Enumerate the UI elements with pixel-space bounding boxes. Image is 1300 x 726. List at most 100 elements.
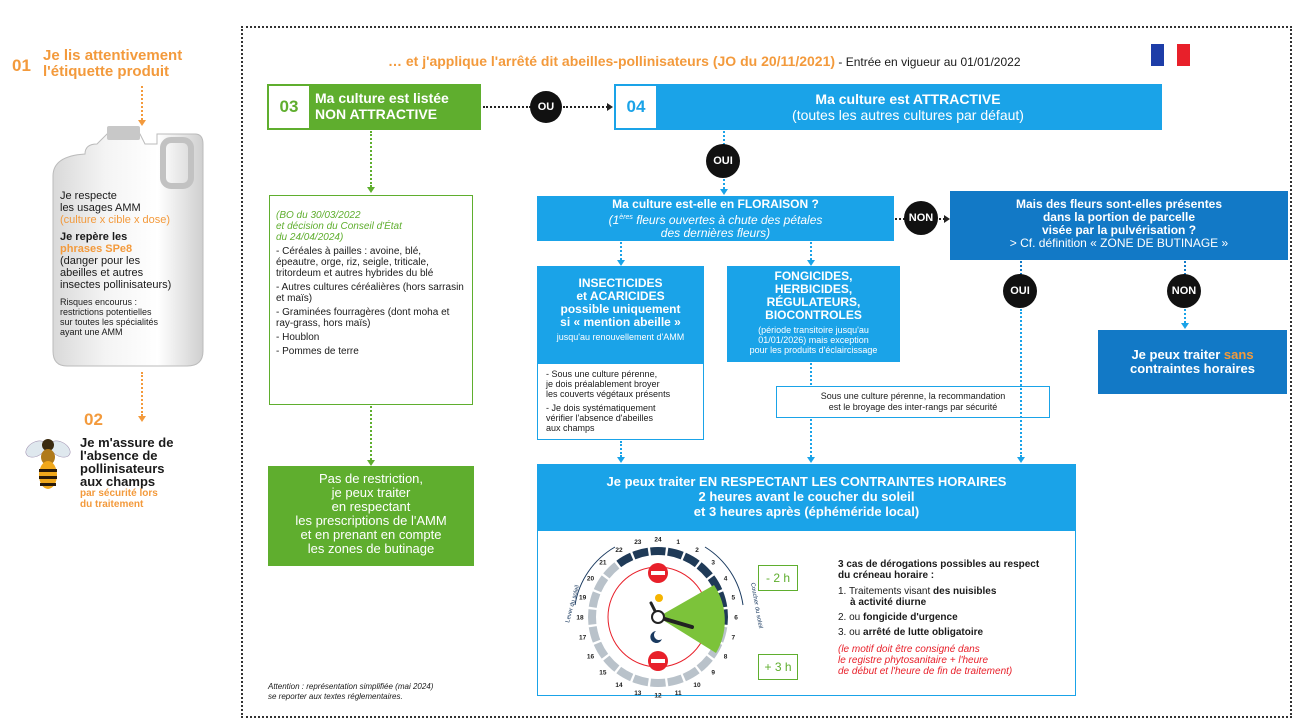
arrow-icon <box>1017 457 1025 463</box>
clock-segment <box>603 655 620 672</box>
connector-line <box>620 441 622 457</box>
ou-badge: OU <box>530 91 562 123</box>
clock-segment <box>632 674 649 687</box>
non-attractive-list: (BO du 30/03/2022 et décision du Conseil… <box>269 195 473 405</box>
clock-hour-label: 16 <box>587 654 595 661</box>
arrow-icon <box>367 460 375 466</box>
clock-hour-label: 6 <box>734 615 738 622</box>
clock-hour-label: 7 <box>732 635 736 642</box>
clock-segment <box>650 678 666 687</box>
clock-segment <box>603 562 620 579</box>
step1-number: 01 <box>12 56 31 75</box>
clock-hour-label: 19 <box>579 594 587 601</box>
connector-line <box>1020 261 1022 275</box>
connector-line <box>370 406 372 460</box>
arrow-icon <box>807 260 815 266</box>
clock-hour-label: 1 <box>676 539 680 546</box>
flag-icon <box>1151 44 1164 66</box>
clock-hour-label: 3 <box>711 559 715 566</box>
connector-line <box>620 242 622 260</box>
connector-line <box>810 363 812 385</box>
attention-note: Attention : représentation simplifiée (m… <box>268 682 434 701</box>
no-restriction-box: Pas de restriction, je peux traiter en r… <box>268 466 474 566</box>
fongicides-box: FONGICIDES, HERBICIDES, RÉGULATEURS, BIO… <box>727 266 900 362</box>
main-frame <box>241 26 1292 718</box>
connector-line <box>939 218 945 220</box>
step2-text: Je m'assure de l'absence de pollinisateu… <box>80 435 174 510</box>
clock-hour-label: 4 <box>724 576 728 583</box>
minus-2h-badge: - 2 h <box>758 565 798 591</box>
clock-segment <box>616 666 634 682</box>
list-item: - Céréales à pailles : avoine, blé, épea… <box>276 246 434 279</box>
clock-hour-label: 23 <box>634 539 642 546</box>
step1-title: Je lis attentivement l'étiquette produit <box>43 47 183 80</box>
connector-line <box>723 131 725 145</box>
connector-line <box>810 419 812 457</box>
perenne-note: Sous une culture pérenne, la recommandat… <box>776 386 1050 418</box>
oui-badge: OUI <box>706 144 740 178</box>
connector-line <box>563 106 608 108</box>
clock-segment <box>632 547 649 560</box>
box-non-attractive: 03 Ma culture est listée NON ATTRACTIVE <box>267 84 481 130</box>
clock-segment <box>667 547 684 560</box>
clock-segment <box>650 547 666 556</box>
insecticides-box: INSECTICIDES et ACARICIDES possible uniq… <box>537 266 704 363</box>
connector-line <box>1184 309 1186 323</box>
clock-segment <box>588 609 597 625</box>
connector-line <box>1020 309 1022 457</box>
flag-red <box>1177 44 1190 66</box>
derogations: 3 cas de dérogations possibles au respec… <box>838 559 1040 677</box>
sans-contraintes-box: Je peux traiter sans contraintes horaire… <box>1098 330 1287 394</box>
list-item: - Pommes de terre <box>276 346 359 357</box>
contraintes-panel <box>537 530 1076 696</box>
plus-3h-badge: + 3 h <box>758 654 798 680</box>
contraintes-box: Je peux traiter EN RESPECTANT LES CONTRA… <box>537 464 1076 530</box>
clock-hour-label: 15 <box>599 670 607 677</box>
arrow-icon <box>138 416 146 422</box>
clock-hour-label: 5 <box>732 594 736 601</box>
clock-hour-label: 10 <box>693 682 701 689</box>
clock-segment <box>707 575 723 593</box>
insecticides-notes: - Sous une culture pérenne, je dois préa… <box>537 363 704 440</box>
connector-line <box>1184 261 1186 275</box>
box-attractive: 04 Ma culture est ATTRACTIVE (toutes les… <box>614 84 1162 130</box>
clock-hour-label: 22 <box>615 547 623 554</box>
floraison-box: Ma culture est-elle en FLORAISON ? (1ère… <box>537 196 894 241</box>
non-badge: NON <box>904 201 938 235</box>
clock-hour-label: 21 <box>599 559 607 566</box>
list-item: - Graminées fourragères (dont moha et ra… <box>276 307 450 329</box>
clock-hour-label: 17 <box>579 635 587 642</box>
arrow-icon <box>617 260 625 266</box>
connector-line <box>723 179 725 189</box>
clock-hour-label: 9 <box>711 670 715 677</box>
connector-line <box>141 86 143 120</box>
arrow-icon <box>607 103 613 111</box>
list-item: - Autres cultures céréalières (hors sarr… <box>276 282 464 304</box>
clock-segment <box>696 562 713 579</box>
page-title: … et j'applique l'arrêté dit abeilles-po… <box>388 53 1021 69</box>
clock-segment <box>593 641 609 659</box>
arrow-icon <box>617 457 625 463</box>
connector-line <box>895 218 905 220</box>
clock-segment <box>682 552 700 568</box>
clock-segment <box>588 626 601 643</box>
arrow-icon <box>367 187 375 193</box>
clock-segment <box>616 552 634 568</box>
arrow-icon <box>1181 323 1189 329</box>
clock-segment <box>593 575 609 593</box>
connector-line <box>810 242 812 260</box>
connector-line <box>141 372 143 416</box>
arrow-icon <box>944 215 950 223</box>
clock-segment <box>682 666 700 682</box>
fleurs-box: Mais des fleurs sont-elles présentes dan… <box>950 191 1288 260</box>
clock-segment <box>696 655 713 672</box>
bee-icon <box>25 439 71 489</box>
clock-hour-label: 18 <box>576 615 584 622</box>
clock-hour-label: 13 <box>634 690 642 697</box>
step2-number: 02 <box>84 410 103 429</box>
list-item: - Houblon <box>276 332 320 343</box>
clock-segment <box>667 674 684 687</box>
arrow-icon <box>807 457 815 463</box>
clock-hour-label: 20 <box>587 576 595 583</box>
